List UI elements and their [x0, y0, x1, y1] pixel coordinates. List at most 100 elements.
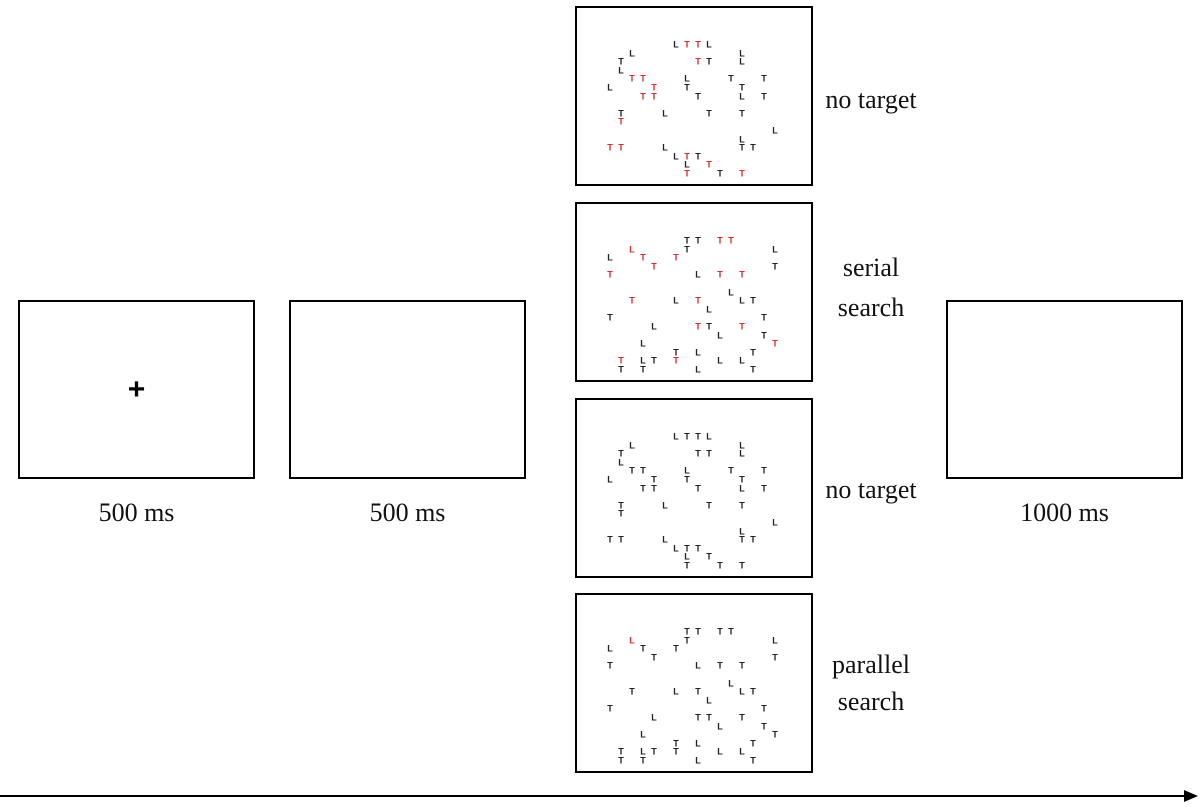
black-letter: T	[750, 738, 756, 749]
red-letter: T	[772, 338, 778, 349]
black-letter: T	[761, 73, 767, 84]
black-letter: T	[618, 746, 624, 757]
black-letter: T	[618, 364, 624, 375]
black-letter: T	[717, 626, 723, 637]
black-letter: T	[739, 142, 745, 153]
black-letter: T	[728, 626, 734, 637]
black-letter: T	[618, 508, 624, 519]
fixation-screen: +	[18, 300, 255, 479]
black-letter: L	[739, 526, 745, 537]
red-letter: T	[684, 168, 690, 179]
time-arrow	[0, 790, 1198, 802]
red-letter: T	[717, 269, 723, 280]
black-letter: L	[684, 551, 690, 562]
black-letter: L	[673, 295, 679, 306]
black-letter: T	[618, 534, 624, 545]
black-letter: T	[695, 151, 701, 162]
black-letter: T	[640, 364, 646, 375]
black-letter: T	[640, 465, 646, 476]
black-letter: L	[695, 738, 701, 749]
black-letter: L	[728, 678, 734, 689]
red-letter: T	[651, 82, 657, 93]
end-duration: 1000 ms	[1020, 498, 1109, 527]
red-letter: T	[717, 235, 723, 246]
red-letter: T	[629, 73, 635, 84]
black-letter: L	[695, 347, 701, 358]
black-letter: T	[651, 355, 657, 366]
black-letter: T	[761, 465, 767, 476]
black-letter: T	[618, 108, 624, 119]
black-letter: L	[629, 48, 635, 59]
black-letter: L	[739, 440, 745, 451]
black-letter: L	[739, 448, 745, 459]
black-letter: T	[640, 643, 646, 654]
black-letter: T	[739, 82, 745, 93]
black-letter: T	[651, 483, 657, 494]
black-letter: L	[717, 355, 723, 366]
black-letter: L	[739, 48, 745, 59]
red-letter: T	[739, 168, 745, 179]
condition-label: serial	[842, 253, 900, 282]
black-letter: L	[739, 295, 745, 306]
black-letter: T	[761, 91, 767, 102]
black-letter: L	[739, 483, 745, 494]
black-letter: L	[739, 91, 745, 102]
red-letter: T	[607, 142, 613, 153]
red-letter: T	[728, 235, 734, 246]
black-letter: L	[662, 500, 668, 511]
black-letter: L	[717, 721, 723, 732]
black-letter: L	[772, 635, 778, 646]
black-letter: T	[717, 168, 723, 179]
black-letter: T	[695, 235, 701, 246]
black-letter: L	[673, 39, 679, 50]
black-letter: L	[772, 125, 778, 136]
fixation-cross: +	[127, 372, 146, 406]
fixation-duration: 500 ms	[98, 498, 175, 527]
red-letter: T	[684, 151, 690, 162]
black-letter: L	[640, 729, 646, 740]
black-letter: T	[607, 534, 613, 545]
red-letter: T	[651, 91, 657, 102]
black-letter: T	[739, 108, 745, 119]
black-letter: T	[629, 686, 635, 697]
black-letter: T	[739, 712, 745, 723]
black-letter: T	[761, 312, 767, 323]
black-letter: T	[772, 729, 778, 740]
black-letter: T	[640, 755, 646, 766]
red-letter: T	[695, 321, 701, 332]
black-letter: T	[750, 295, 756, 306]
black-letter: T	[695, 543, 701, 554]
black-letter: T	[618, 448, 624, 459]
red-letter: T	[739, 269, 745, 280]
black-letter: L	[651, 321, 657, 332]
condition-label: search	[837, 687, 905, 716]
black-letter: T	[717, 560, 723, 571]
black-letter: T	[695, 448, 701, 459]
red-letter: T	[695, 56, 701, 67]
black-letter: L	[607, 643, 613, 654]
black-letter: T	[684, 626, 690, 637]
black-letter: L	[673, 431, 679, 442]
black-letter: T	[717, 660, 723, 671]
black-letter: T	[651, 652, 657, 663]
black-letter: T	[761, 483, 767, 494]
black-letter: L	[695, 755, 701, 766]
black-letter: T	[684, 235, 690, 246]
blank-duration: 500 ms	[369, 498, 446, 527]
red-letter: T	[640, 73, 646, 84]
black-letter: L	[673, 543, 679, 554]
red-letter: T	[695, 295, 701, 306]
red-letter: T	[684, 39, 690, 50]
black-letter: T	[684, 474, 690, 485]
black-letter: L	[739, 56, 745, 67]
black-letter: T	[607, 312, 613, 323]
black-letter: T	[750, 534, 756, 545]
red-letter: T	[706, 159, 712, 170]
black-letter: L	[618, 65, 624, 76]
black-letter: L	[684, 465, 690, 476]
red-letter: T	[739, 321, 745, 332]
black-letter: T	[684, 543, 690, 554]
black-letter: L	[695, 269, 701, 280]
black-letter: T	[706, 321, 712, 332]
